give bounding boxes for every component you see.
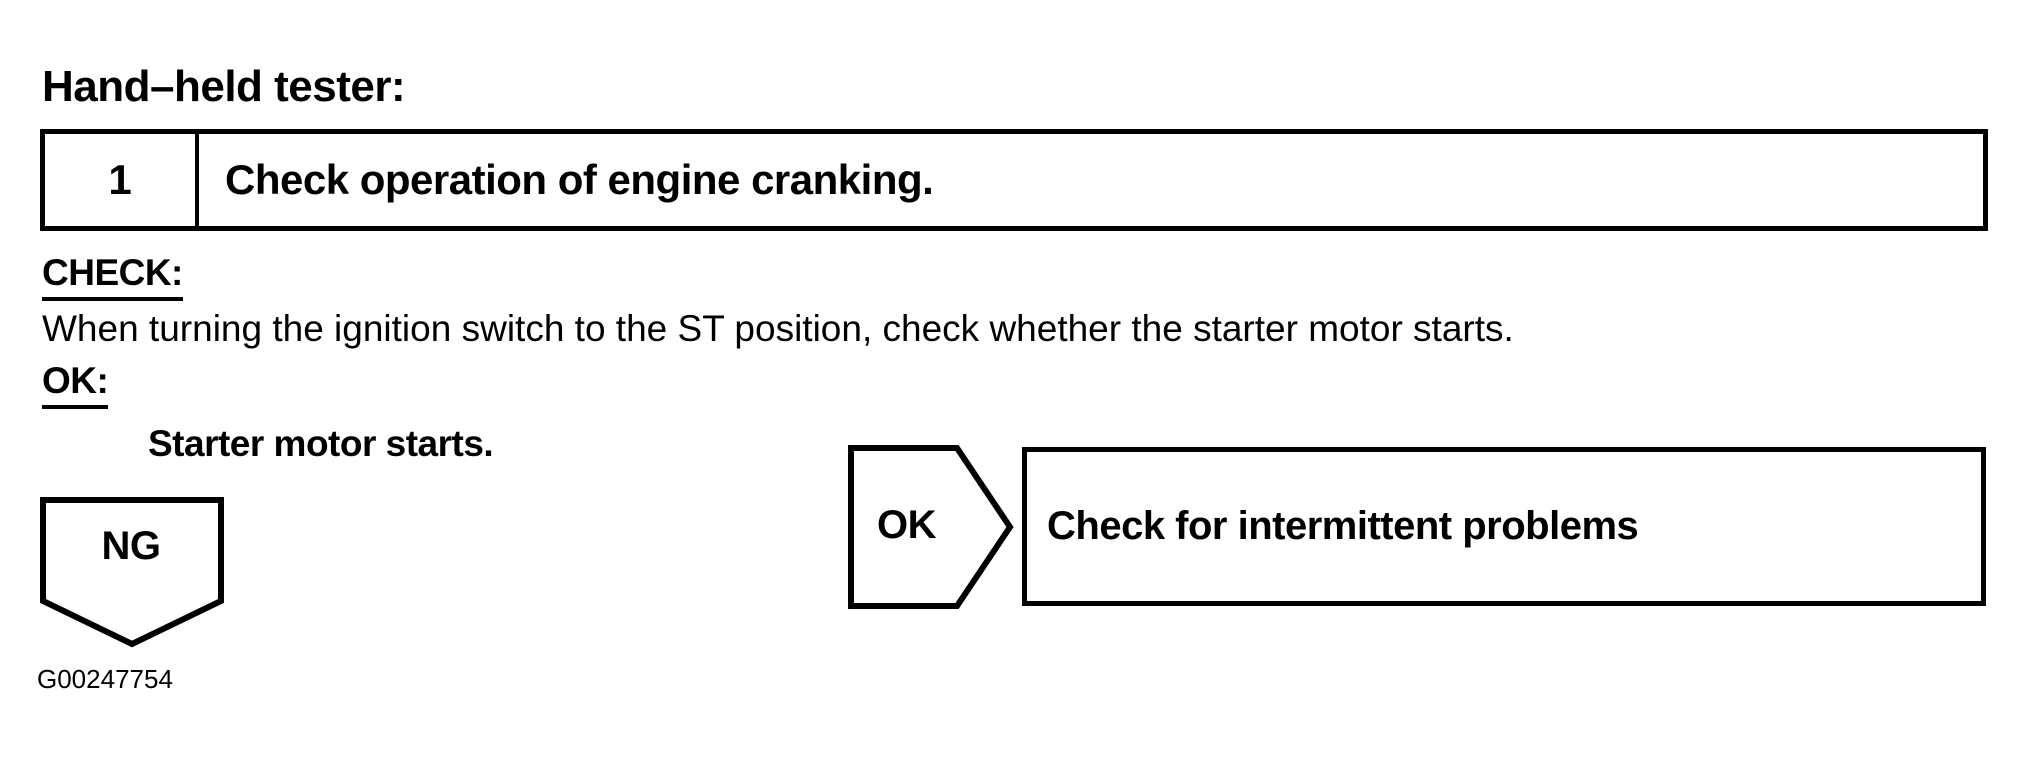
ok-criteria-text: Starter motor starts. (148, 423, 494, 464)
check-label-text: CHECK: (42, 252, 183, 301)
ok-section-label: OK: (42, 360, 109, 409)
page-title: Hand–held tester: (42, 62, 406, 111)
ok-arrow-icon (848, 445, 1014, 609)
step-header-table: 1 Check operation of engine cranking. (40, 129, 1988, 231)
ok-action-text: Check for intermittent problems (1047, 504, 1639, 548)
ok-connector-shape (848, 445, 1014, 609)
check-section-label: CHECK: (42, 252, 183, 301)
ng-pentagon-icon (40, 497, 224, 648)
ng-connector-label: NG (101, 524, 162, 568)
step-title-cell: Check operation of engine cranking. (225, 156, 934, 203)
ng-connector-shape (40, 497, 224, 648)
ok-label-text: OK: (42, 360, 109, 409)
step-number-cell: 1 (45, 134, 199, 226)
figure-code: G00247754 (37, 664, 173, 694)
ok-action-box: Check for intermittent problems (1022, 447, 1986, 606)
check-instruction-text: When turning the ignition switch to the … (42, 308, 1514, 349)
ok-connector-label: OK (877, 503, 937, 547)
